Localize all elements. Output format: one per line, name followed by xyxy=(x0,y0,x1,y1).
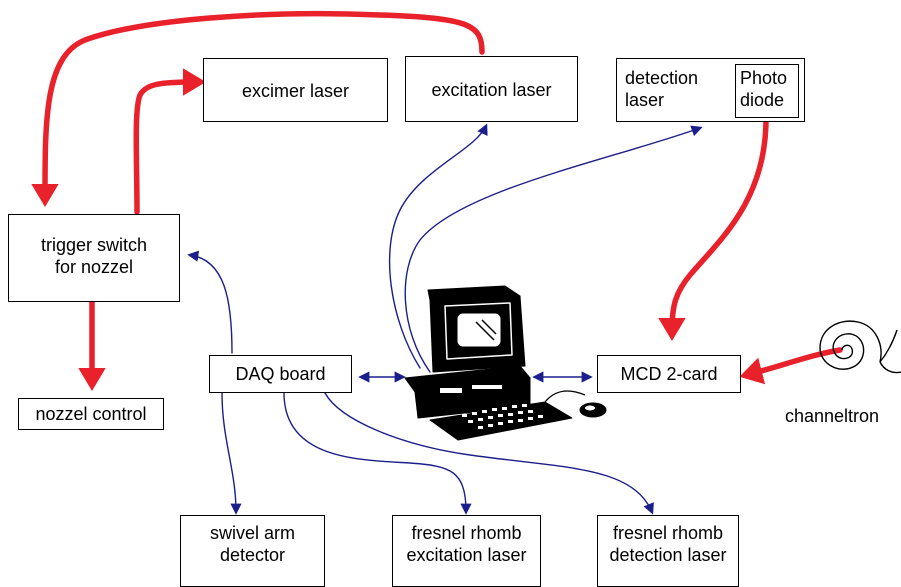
mcd-card-label: MCD 2-card xyxy=(620,364,718,384)
fresnel-detection-box: fresnel rhomb detection laser xyxy=(597,515,739,587)
channeltron-icon xyxy=(819,320,901,374)
wire-pc-to-detection xyxy=(404,125,703,373)
excimer-laser-label: excimer laser xyxy=(241,81,350,101)
wire-excitation-to-trigger xyxy=(31,10,485,207)
detection-laser-label-line1: detection xyxy=(625,68,699,88)
nozzel-control-label: nozzel control xyxy=(35,404,147,424)
trigger-switch-label-line1: trigger switch xyxy=(40,235,148,255)
wire-daq-to-fresnel-excitation xyxy=(283,392,472,515)
connection-diagram xyxy=(31,10,901,515)
fresnel-detection-label-line2: detection laser xyxy=(609,545,727,565)
daq-board-box: DAQ board xyxy=(209,355,352,393)
fresnel-excitation-label-line2: excitation laser xyxy=(406,545,527,565)
fresnel-excitation-label-line1: fresnel rhomb xyxy=(411,523,522,543)
photo-diode-label-line1: Photo xyxy=(740,68,788,88)
wire-channeltron-to-mcd xyxy=(739,347,843,385)
trigger-switch-box: trigger switch for nozzel xyxy=(8,214,180,302)
swivel-arm-label-line1: swivel arm xyxy=(209,523,295,543)
excitation-laser-box: excitation laser xyxy=(405,56,578,122)
swivel-arm-box: swivel arm detector xyxy=(180,515,325,587)
channeltron-label: channeltron xyxy=(785,406,880,426)
photo-diode-box: Photo diode xyxy=(735,64,799,118)
excimer-laser-box: excimer laser xyxy=(203,58,388,122)
wire-pc-to-excitation xyxy=(388,123,488,369)
fresnel-excitation-box: fresnel rhomb excitation laser xyxy=(392,515,541,587)
photo-diode-label-line2: diode xyxy=(740,90,785,110)
computer-icon xyxy=(404,285,607,441)
wire-trigger-to-excimer xyxy=(133,68,206,215)
mcd-card-box: MCD 2-card xyxy=(597,355,741,393)
wire-daq-to-trigger xyxy=(187,250,233,354)
fresnel-detection-label-line1: fresnel rhomb xyxy=(612,523,724,543)
swivel-arm-label-line2: detector xyxy=(219,545,286,565)
wire-daq-to-swivel xyxy=(221,392,242,515)
detection-laser-label-line2: laser xyxy=(625,90,665,110)
trigger-switch-label-line2: for nozzel xyxy=(54,257,134,277)
wire-photodiode-to-mcd xyxy=(658,116,769,341)
excitation-laser-label: excitation laser xyxy=(431,80,552,100)
daq-board-label: DAQ board xyxy=(235,364,326,384)
wire-daq-to-fresnel-detection xyxy=(324,392,654,515)
nozzel-control-box: nozzel control xyxy=(18,398,164,430)
